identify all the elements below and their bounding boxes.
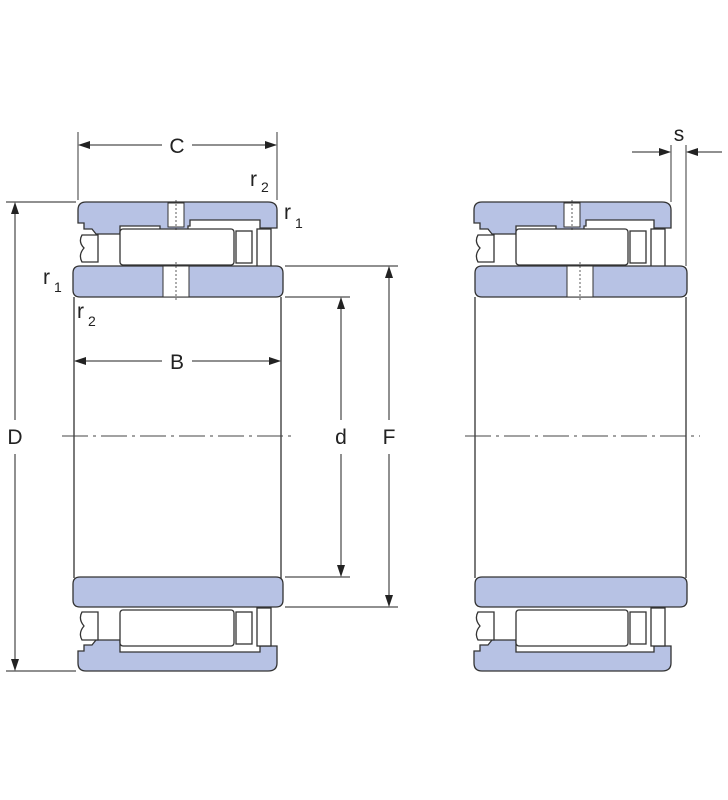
lube-hole-top-outer-2: [563, 202, 581, 228]
needle-roller-top-2: [515, 228, 629, 266]
label-f: F: [383, 426, 396, 449]
arrow-c-right: [265, 141, 277, 149]
arrow-c-left: [78, 141, 90, 149]
inner-ring-bottom-2: [474, 576, 688, 608]
arrow-bore-top: [337, 297, 345, 309]
arrow-d-bottom: [11, 659, 19, 671]
inner-ring-bottom: [72, 576, 284, 608]
seal-bottom: [79, 611, 99, 641]
cage-bar-top-right: [235, 230, 253, 264]
cage-bar-bottom-right-2: [629, 611, 647, 645]
seal-top: [79, 234, 99, 263]
retaining-ring-top-2: [650, 228, 666, 268]
left-view: C B D d F r 2 r 1 r: [6, 132, 398, 672]
arrow-d-top: [11, 202, 19, 214]
arrow-s-left: [659, 148, 671, 156]
label-c: C: [169, 135, 184, 158]
label-s: s: [674, 123, 685, 146]
arrow-b-right: [269, 357, 281, 365]
cage-bar-top-right-2: [629, 230, 647, 264]
arrow-bore-bottom: [337, 565, 345, 577]
lube-hole-top-outer: [167, 202, 185, 228]
needle-roller-bottom: [119, 609, 235, 647]
label-r1-left-sub: 1: [54, 279, 62, 295]
arrow-f-bottom: [385, 595, 393, 607]
arrow-f-top: [385, 266, 393, 278]
retaining-ring-bottom-2: [650, 607, 666, 647]
retaining-ring-top: [256, 228, 272, 268]
retaining-ring-bottom: [256, 607, 272, 647]
label-r2-left: r: [77, 300, 84, 323]
cage-bar-bottom-right: [235, 611, 253, 645]
label-r2-top: r: [250, 168, 257, 191]
label-r1-left: r: [43, 266, 50, 289]
arrow-b-left: [74, 357, 86, 365]
seal-bottom-2: [475, 611, 495, 641]
needle-roller-bottom-2: [515, 609, 629, 647]
label-b: B: [170, 351, 184, 374]
needle-roller-top: [119, 228, 235, 266]
arrow-s-right: [686, 148, 698, 156]
label-d-outer: D: [7, 426, 22, 449]
seal-top-2: [475, 234, 495, 263]
label-r2-left-sub: 2: [88, 313, 96, 329]
label-bore: d: [335, 426, 347, 449]
label-r2-top-sub: 2: [261, 179, 269, 195]
label-r1-top: r: [284, 201, 291, 224]
label-r1-top-sub: 1: [295, 215, 303, 231]
right-view: s: [465, 123, 722, 672]
